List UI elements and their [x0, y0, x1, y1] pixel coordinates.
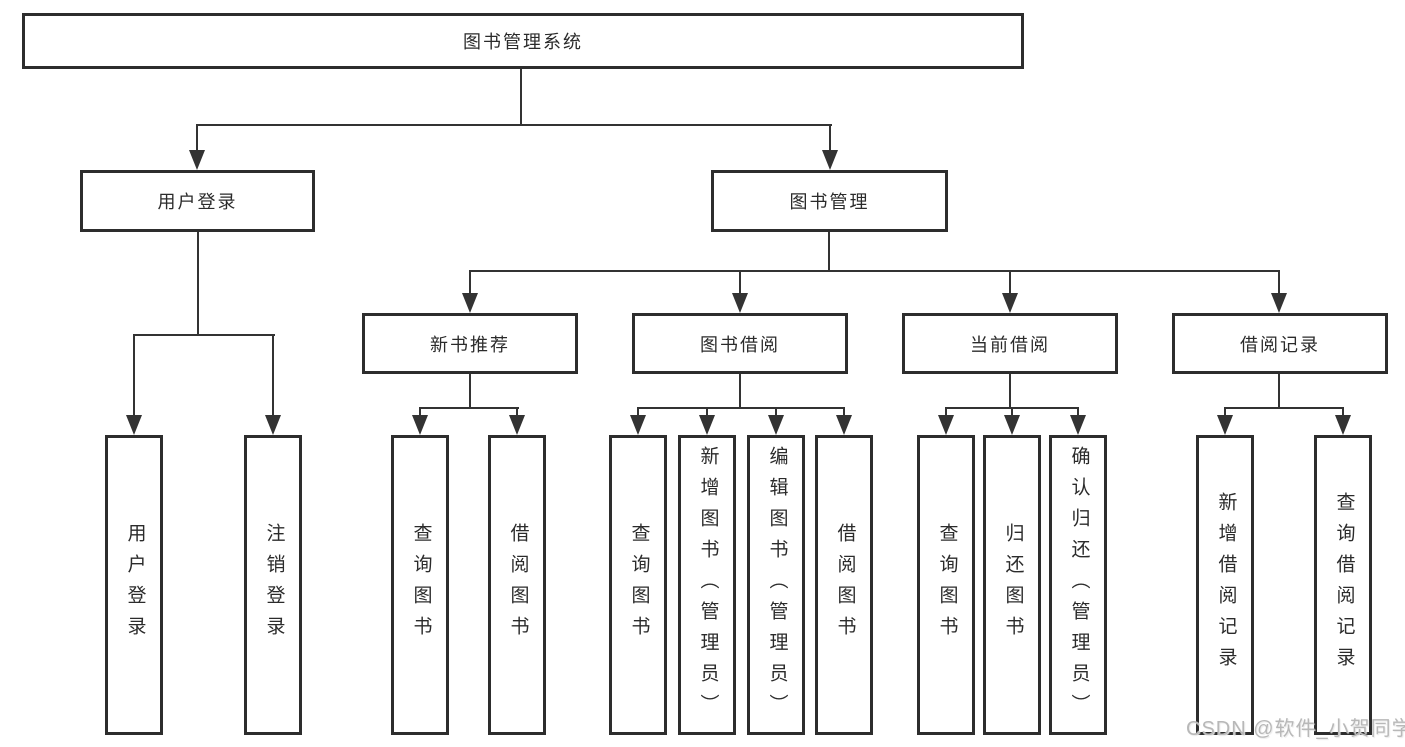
arrow-down-icon: [1271, 293, 1287, 313]
leaf-add-borrow-record: 新增借阅记录: [1196, 435, 1254, 735]
connector-line: [1224, 407, 1344, 409]
connector-line: [419, 407, 421, 417]
leaf-label: 新增借阅记录: [1215, 492, 1237, 678]
leaf-confirm-return-admin: 确认归还（管理员）: [1049, 435, 1107, 735]
connector-line: [1224, 407, 1226, 417]
leaf-label: 注销登录: [263, 523, 285, 647]
connector-line: [1278, 374, 1280, 408]
node-label: 图书借阅: [700, 334, 780, 355]
leaf-logout: 注销登录: [244, 435, 302, 735]
connector-line: [829, 124, 831, 152]
connector-line: [516, 407, 518, 417]
arrow-down-icon: [462, 293, 478, 313]
leaf-return-books: 归还图书: [983, 435, 1041, 735]
connector-line: [775, 407, 777, 417]
leaf-label: 查询图书: [628, 523, 650, 647]
connector-line: [1011, 407, 1013, 417]
connector-line: [1009, 374, 1011, 408]
leaf-label: 查询图书: [936, 523, 958, 647]
arrow-down-icon: [768, 415, 784, 435]
arrow-down-icon: [938, 415, 954, 435]
node-borrowing-records: 借阅记录: [1172, 313, 1388, 374]
arrow-down-icon: [265, 415, 281, 435]
connector-line: [637, 407, 639, 417]
leaf-user-login: 用户登录: [105, 435, 163, 735]
connector-line: [706, 407, 708, 417]
connector-line: [1077, 407, 1079, 417]
leaf-label: 查询图书: [410, 523, 432, 647]
node-label: 新书推荐: [430, 334, 510, 355]
node-label: 当前借阅: [970, 334, 1050, 355]
connector-line: [1342, 407, 1344, 417]
leaf-edit-books-admin: 编辑图书（管理员）: [747, 435, 805, 735]
connector-line: [196, 124, 832, 126]
connector-line: [419, 407, 519, 409]
leaf-label: 借阅图书: [507, 523, 529, 647]
node-label: 图书管理系统: [463, 32, 583, 52]
arrow-down-icon: [1335, 415, 1351, 435]
node-new-book-recommendation: 新书推荐: [362, 313, 578, 374]
connector-line: [197, 232, 199, 336]
arrow-down-icon: [412, 415, 428, 435]
leaf-query-borrow-record: 查询借阅记录: [1314, 435, 1372, 735]
arrow-down-icon: [1217, 415, 1233, 435]
connector-line: [133, 334, 135, 417]
node-library-management-system: 图书管理系统: [22, 13, 1024, 69]
arrow-down-icon: [732, 293, 748, 313]
connector-line: [843, 407, 845, 417]
connector-line: [469, 270, 1280, 272]
node-book-borrowing: 图书借阅: [632, 313, 848, 374]
connector-line: [196, 124, 198, 152]
arrow-down-icon: [1070, 415, 1086, 435]
leaf-add-books-admin: 新增图书（管理员）: [678, 435, 736, 735]
connector-line: [739, 270, 741, 295]
leaf-label: 归还图书: [1002, 523, 1024, 647]
leaf-query-books-current: 查询图书: [917, 435, 975, 735]
node-book-management: 图书管理: [711, 170, 948, 232]
leaf-query-books-borrowing: 查询图书: [609, 435, 667, 735]
connector-line: [739, 374, 741, 408]
arrow-down-icon: [126, 415, 142, 435]
connector-line: [520, 69, 522, 125]
leaf-query-books-recommend: 查询图书: [391, 435, 449, 735]
leaf-label: 新增图书（管理员）: [697, 445, 719, 725]
connector-line: [469, 270, 471, 295]
leaf-label: 查询借阅记录: [1333, 492, 1355, 678]
arrow-down-icon: [822, 150, 838, 170]
connector-line: [272, 334, 274, 417]
leaf-borrow-books-recommend: 借阅图书: [488, 435, 546, 735]
leaf-borrow-books: 借阅图书: [815, 435, 873, 735]
connector-line: [469, 374, 471, 408]
arrow-down-icon: [630, 415, 646, 435]
leaf-label: 编辑图书（管理员）: [766, 445, 788, 725]
connector-line: [945, 407, 947, 417]
node-user-login: 用户登录: [80, 170, 315, 232]
node-current-borrowing: 当前借阅: [902, 313, 1118, 374]
csdn-watermark: CSDN @软件_小贺同学: [1186, 718, 1405, 740]
node-label: 借阅记录: [1240, 334, 1320, 355]
connector-line: [1278, 270, 1280, 295]
connector-line: [1009, 270, 1011, 295]
connector-line: [133, 334, 275, 336]
leaf-label: 用户登录: [124, 523, 146, 647]
connector-line: [828, 232, 830, 272]
node-label: 图书管理: [789, 192, 870, 212]
arrow-down-icon: [509, 415, 525, 435]
connector-line: [637, 407, 845, 409]
arrow-down-icon: [1002, 293, 1018, 313]
node-label: 用户登录: [157, 192, 238, 212]
arrow-down-icon: [836, 415, 852, 435]
arrow-down-icon: [189, 150, 205, 170]
leaf-label: 借阅图书: [834, 523, 856, 647]
arrow-down-icon: [1004, 415, 1020, 435]
leaf-label: 确认归还（管理员）: [1068, 445, 1090, 725]
arrow-down-icon: [699, 415, 715, 435]
